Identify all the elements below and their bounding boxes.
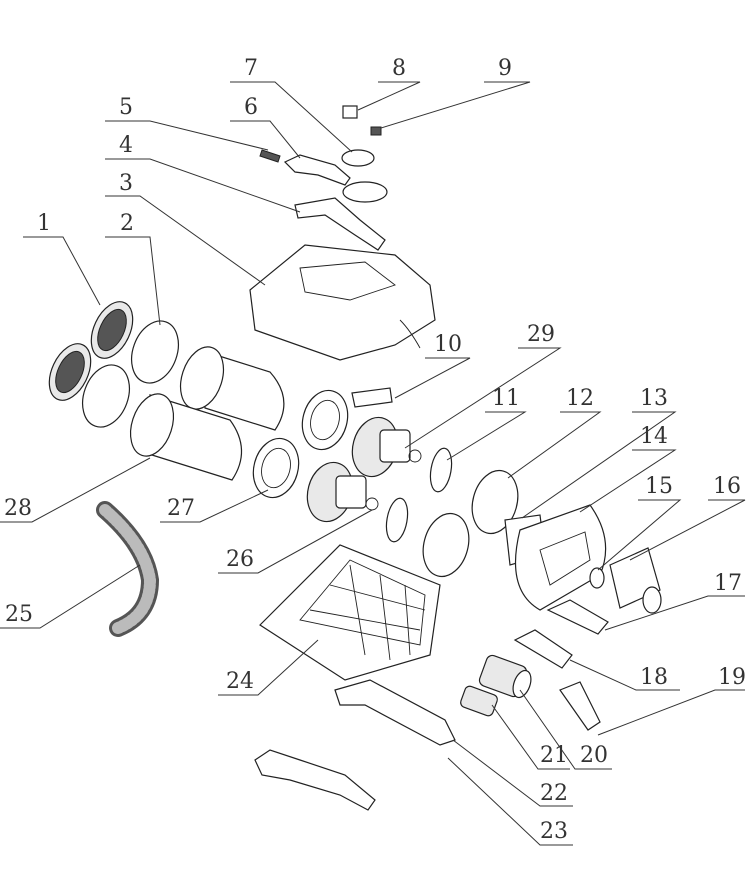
part-20-ribbed-nozzle — [478, 654, 532, 699]
part-26-motor — [306, 461, 379, 523]
part-11-motor-bracket — [385, 447, 453, 543]
callout-14: 14 — [640, 424, 668, 449]
part-6-grip-end — [342, 181, 388, 203]
callout-1: 1 — [37, 211, 51, 236]
callout-8: 8 — [392, 56, 406, 81]
part-27-shroud-ring — [252, 389, 349, 499]
part-16-outlet-nozzle — [609, 547, 662, 614]
callout-15: 15 — [645, 474, 673, 499]
callout-23: 23 — [540, 819, 568, 844]
callout-19: 19 — [718, 665, 746, 690]
callout-21: 21 — [540, 743, 568, 768]
callout-11: 11 — [492, 386, 520, 411]
callout-24: 24 — [226, 669, 254, 694]
part-6-handle-grip — [283, 154, 351, 186]
callout-2: 2 — [120, 211, 134, 236]
callout-6: 6 — [244, 95, 258, 120]
part-4-handle-bracket — [294, 197, 386, 251]
part-8-switch — [342, 105, 358, 119]
part-5-screw — [259, 149, 281, 163]
part-28-motor-housing — [129, 346, 285, 481]
part-19-round-nozzle — [559, 681, 601, 731]
part-22-handle — [334, 679, 456, 746]
part-3-top-cover — [249, 244, 436, 361]
callout-numbers: 1 2 3 4 5 6 7 8 9 10 29 11 12 13 14 15 1… — [4, 56, 746, 844]
part-10-plate — [351, 387, 393, 408]
callout-4: 4 — [119, 133, 133, 158]
part-29-motor — [351, 416, 422, 478]
part-2-filter-disc — [82, 320, 179, 428]
callout-10: 10 — [434, 332, 462, 357]
part-14-outlet-housing — [514, 504, 607, 611]
callout-18: 18 — [640, 665, 668, 690]
part-18-wide-nozzle — [513, 629, 573, 669]
leader-lines — [0, 81, 746, 846]
part-1-filter-grille — [48, 301, 134, 401]
callout-20: 20 — [580, 743, 608, 768]
part-12-seal-ring — [471, 469, 519, 535]
callout-27: 27 — [167, 496, 195, 521]
part-13-gasket — [422, 512, 470, 578]
callout-5: 5 — [119, 95, 133, 120]
part-23-handle — [254, 749, 376, 811]
callout-9: 9 — [498, 56, 512, 81]
callout-13: 13 — [640, 386, 668, 411]
callout-22: 22 — [540, 781, 568, 806]
callout-29: 29 — [527, 322, 555, 347]
callout-28: 28 — [4, 496, 32, 521]
callout-16: 16 — [713, 474, 741, 499]
callout-7: 7 — [244, 56, 258, 81]
part-9-knob — [370, 126, 382, 136]
callout-12: 12 — [566, 386, 594, 411]
part-21-ribbed-adapter — [460, 685, 498, 717]
callout-3: 3 — [119, 171, 133, 196]
callout-17: 17 — [714, 571, 742, 596]
part-24-base-tray — [259, 544, 441, 681]
callout-25: 25 — [5, 602, 33, 627]
part-7-switch-plate — [341, 149, 375, 167]
part-17-flat-nozzle — [546, 599, 609, 635]
callout-26: 26 — [226, 547, 254, 572]
part-15-o-ring — [589, 567, 605, 589]
